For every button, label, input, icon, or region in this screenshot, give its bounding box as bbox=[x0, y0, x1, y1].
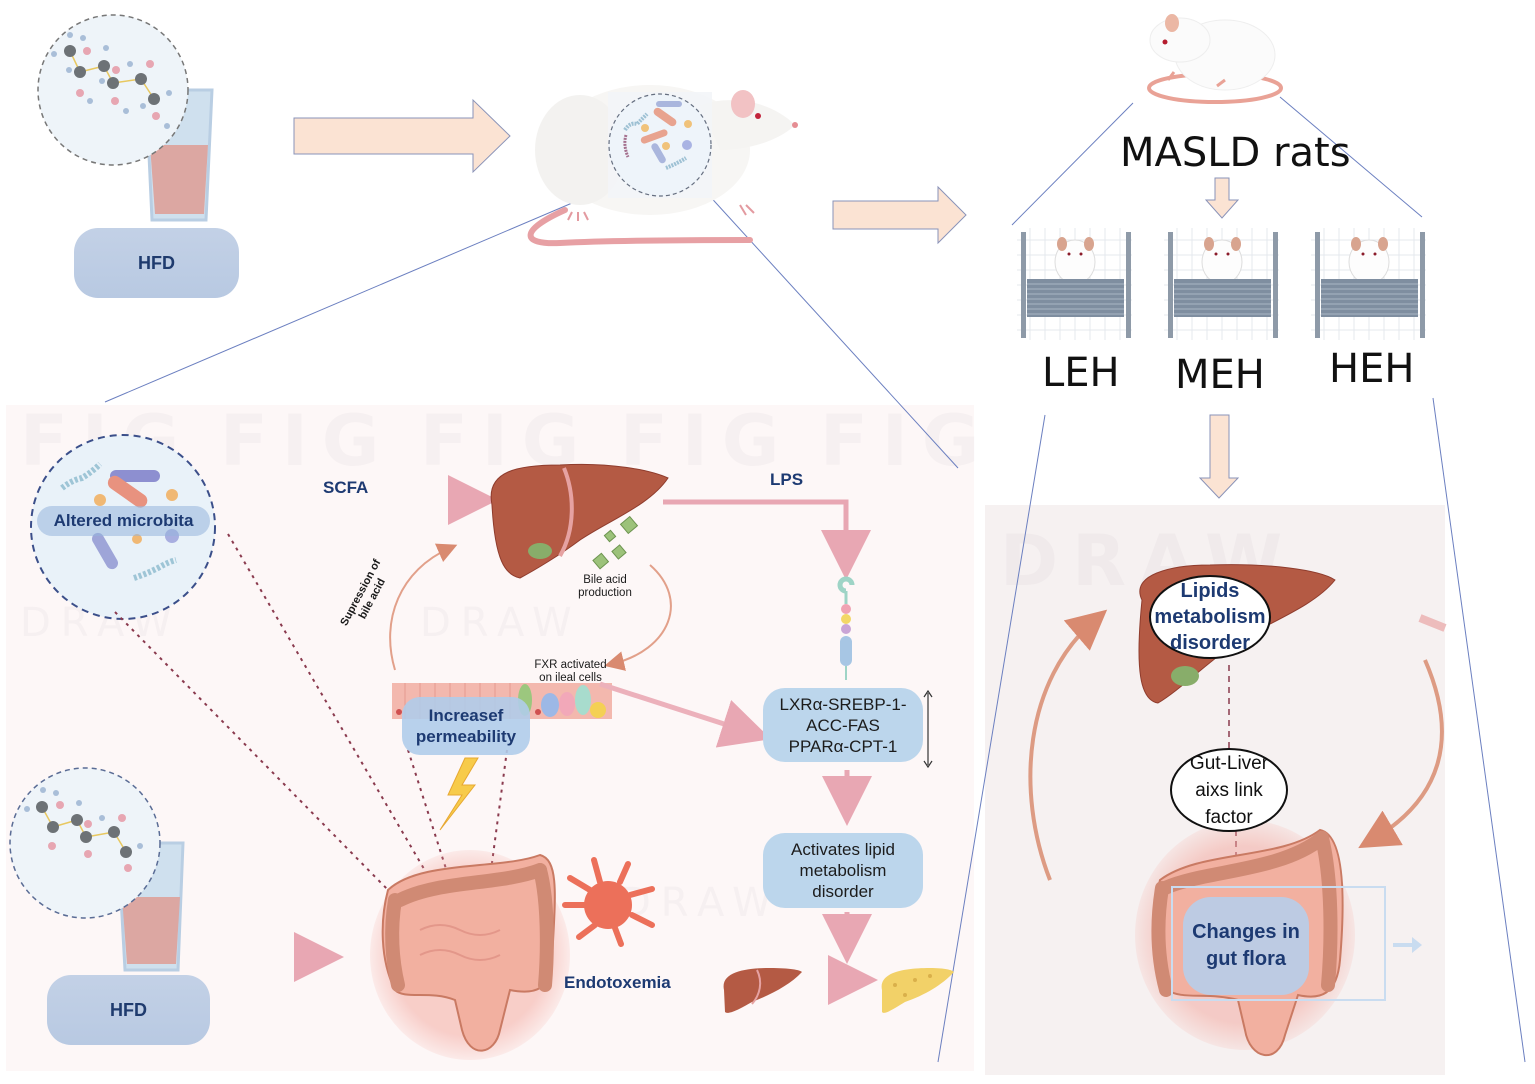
rat-icon bbox=[1147, 14, 1283, 104]
pink-bar bbox=[1418, 614, 1447, 632]
projection-line bbox=[694, 179, 959, 469]
hfd-label-box: HFD bbox=[47, 975, 210, 1045]
scfa-label: SCFA bbox=[323, 478, 369, 497]
up-down-arrow-icon bbox=[923, 689, 933, 769]
treadmill-cage-meh bbox=[1164, 228, 1279, 340]
endotoxin-icon bbox=[562, 857, 655, 947]
changes-gut-flora-label: Changes in gut flora bbox=[1183, 897, 1309, 995]
altered-microbiota-label: Altered microbita bbox=[37, 506, 210, 536]
receptor-icon bbox=[837, 576, 855, 680]
fxr-arrow bbox=[599, 681, 772, 748]
projection-line bbox=[104, 185, 613, 403]
projection-line bbox=[1279, 96, 1423, 218]
block-arrow-down bbox=[1198, 414, 1240, 499]
intestine-icon bbox=[370, 850, 570, 1060]
pathway-line: ACC-FAS bbox=[806, 715, 880, 735]
lipid-disorder-box: Activates lipid metabolism disorder bbox=[763, 833, 923, 908]
molecule-magnifier-icon bbox=[9, 767, 161, 919]
group-label-meh: MEH bbox=[1175, 352, 1265, 398]
molecule-magnifier-icon bbox=[37, 14, 189, 166]
faint-arrow bbox=[1393, 937, 1422, 953]
zoom-projection-lines bbox=[104, 96, 1526, 1063]
endotoxemia-label: Endotoxemia bbox=[564, 973, 671, 992]
group-label-heh: HEH bbox=[1329, 346, 1415, 392]
watermark: DRAW bbox=[420, 600, 582, 646]
treadmill-cage-heh bbox=[1311, 228, 1426, 340]
healthy-liver-icon bbox=[723, 968, 802, 1013]
pathway-line: LXRα-SREBP-1- bbox=[779, 694, 907, 714]
rat-icon bbox=[527, 85, 798, 247]
block-arrow-right bbox=[832, 185, 967, 245]
pathway-line: PPARα-CPT-1 bbox=[788, 736, 898, 756]
dotted-links bbox=[114, 533, 508, 976]
gut-liver-axis-label: Gut-Liver aixs link factor bbox=[1170, 748, 1288, 832]
pathway-box: LXRα-SREBP-1- ACC-FAS PPARα-CPT-1 bbox=[763, 688, 923, 762]
hfd-drink-fill bbox=[122, 897, 180, 964]
masld-rats-label: MASLD rats bbox=[1120, 130, 1351, 176]
suppression-arrow bbox=[389, 543, 458, 671]
projection-line bbox=[1432, 397, 1526, 1063]
bile-acid-production-label: Bile acid production bbox=[578, 574, 632, 599]
cycle-arrow-up bbox=[1028, 609, 1108, 881]
watermark: FIG bbox=[820, 400, 994, 482]
projection-line bbox=[1011, 102, 1134, 226]
lps-label: LPS bbox=[770, 470, 804, 489]
lps-arrow bbox=[663, 499, 871, 580]
block-arrow-down bbox=[1204, 177, 1240, 219]
bile-acid-arrow bbox=[604, 564, 672, 671]
projection-line bbox=[937, 414, 1046, 1063]
group-label-leh: LEH bbox=[1042, 350, 1120, 396]
liver-icon bbox=[490, 463, 669, 579]
watermark: FIG bbox=[220, 400, 394, 482]
fatty-liver-icon bbox=[881, 968, 954, 1013]
hfd-label-box: HFD bbox=[74, 228, 239, 298]
treadmill-cage-leh bbox=[1017, 228, 1132, 340]
watermark: FIG bbox=[620, 400, 794, 482]
increased-permeability-label: Increasef permeability bbox=[402, 697, 530, 755]
cycle-arrow-down bbox=[1358, 659, 1444, 849]
lightning-icon bbox=[439, 757, 479, 831]
faint-frame bbox=[1171, 886, 1386, 1001]
fxr-activated-label: FXR activated on ileal cells bbox=[534, 659, 607, 684]
block-arrow-right bbox=[293, 98, 511, 174]
lipids-metabolism-disorder-label: Lipids metabolism disorder bbox=[1149, 575, 1271, 659]
